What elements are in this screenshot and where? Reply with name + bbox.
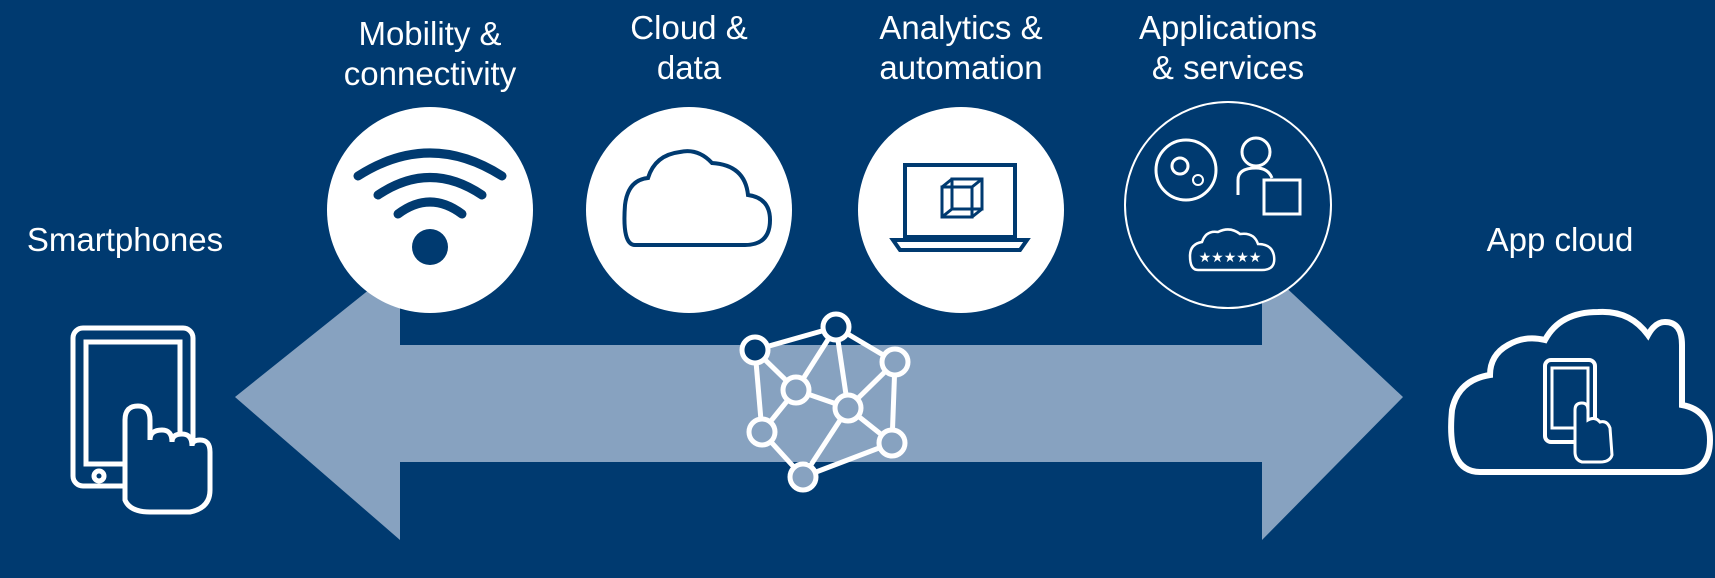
services-rating-icon: ★★★★★ bbox=[1124, 101, 1332, 309]
laptop-cube-icon bbox=[858, 107, 1064, 313]
tablet-touch-icon bbox=[70, 325, 213, 515]
wifi-icon bbox=[327, 107, 533, 313]
double-headed-arrow bbox=[235, 265, 1403, 540]
smartphones-label: Smartphones bbox=[26, 221, 224, 258]
pillar-label-mobility: Mobility & connectivity bbox=[330, 14, 530, 94]
svg-text:★★★★★: ★★★★★ bbox=[1199, 250, 1262, 266]
pillar-label-line1: Cloud & bbox=[630, 9, 748, 46]
pillar-label-applications: Applications & services bbox=[1118, 8, 1338, 88]
pillar-label-line2: & services bbox=[1151, 49, 1305, 86]
pillar-label-line2: automation bbox=[879, 49, 1043, 86]
pillar-label-line2: connectivity bbox=[343, 55, 517, 92]
app-cloud-label: App cloud bbox=[1486, 221, 1634, 258]
pillar-label-line1: Applications bbox=[1139, 9, 1317, 46]
pillar-label-analytics: Analytics & automation bbox=[851, 8, 1071, 88]
pillar-label-line2: data bbox=[656, 49, 722, 86]
pillar-label-line1: Analytics & bbox=[879, 9, 1043, 46]
pillar-label-line1: Mobility & bbox=[358, 15, 502, 52]
arrow-inner-band-bottom bbox=[400, 462, 1262, 540]
cloud-icon bbox=[586, 107, 792, 313]
pillar-label-cloud: Cloud & data bbox=[589, 8, 789, 88]
network-graph-icon bbox=[739, 311, 911, 493]
cloud-tablet-icon bbox=[1448, 308, 1714, 475]
